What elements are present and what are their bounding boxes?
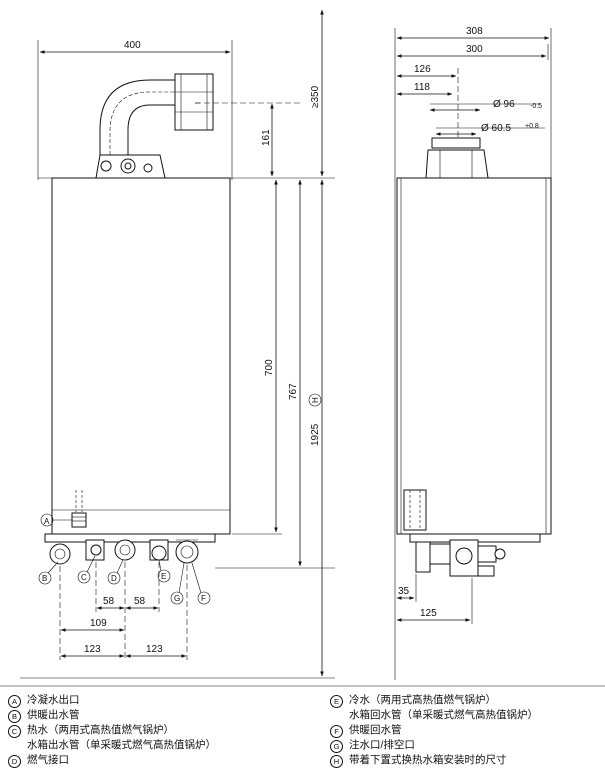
svg-text:A: A (44, 517, 50, 526)
svg-text:≥350: ≥350 (310, 85, 321, 108)
svg-text:C: C (81, 573, 87, 582)
svg-text:58: 58 (103, 596, 115, 607)
svg-text:E: E (161, 572, 166, 581)
svg-text:G: G (174, 594, 180, 603)
front-view: 400 161 (20, 9, 335, 679)
side-view: 308 300 126 118 Ø 96 -0.5 Ø 60.5 +0.8 (394, 26, 552, 680)
connection-fittings (49, 539, 199, 565)
svg-text:58: 58 (134, 596, 146, 607)
svg-text:123: 123 (84, 644, 101, 655)
diameter-96: Ø 96 (493, 99, 515, 110)
dim-width-label: 400 (124, 40, 141, 51)
dim-flue-label: 161 (261, 129, 272, 146)
svg-text:125: 125 (420, 608, 437, 619)
diameter-60: Ø 60.5 (481, 123, 511, 134)
boiler-body-front (51, 177, 231, 535)
legend-item-cont: 水箱回水管（单采暖式燃气高热值锅炉） (349, 709, 538, 721)
svg-text:-0.5: -0.5 (530, 103, 542, 110)
svg-text:123: 123 (146, 644, 163, 655)
svg-text:300: 300 (466, 44, 483, 55)
svg-text:1925: 1925 (310, 423, 321, 446)
svg-text:H: H (311, 397, 320, 403)
svg-text:D: D (111, 574, 117, 583)
boiler-body-side (396, 177, 552, 535)
svg-text:109: 109 (90, 618, 107, 629)
legend-item-cont: 水箱出水管（单采暖式燃气高热值锅炉） (27, 739, 216, 751)
svg-text:767: 767 (288, 383, 299, 400)
svg-text:B: B (42, 574, 47, 583)
svg-text:126: 126 (414, 64, 431, 75)
svg-text:118: 118 (414, 82, 430, 93)
svg-text:+0.8: +0.8 (525, 123, 539, 130)
connection-keys: A B C D E G F (38, 513, 211, 605)
flue-pipe (95, 73, 214, 179)
svg-text:35: 35 (398, 586, 410, 597)
svg-text:F: F (201, 594, 206, 603)
svg-text:308: 308 (466, 26, 483, 37)
svg-text:700: 700 (264, 359, 275, 376)
